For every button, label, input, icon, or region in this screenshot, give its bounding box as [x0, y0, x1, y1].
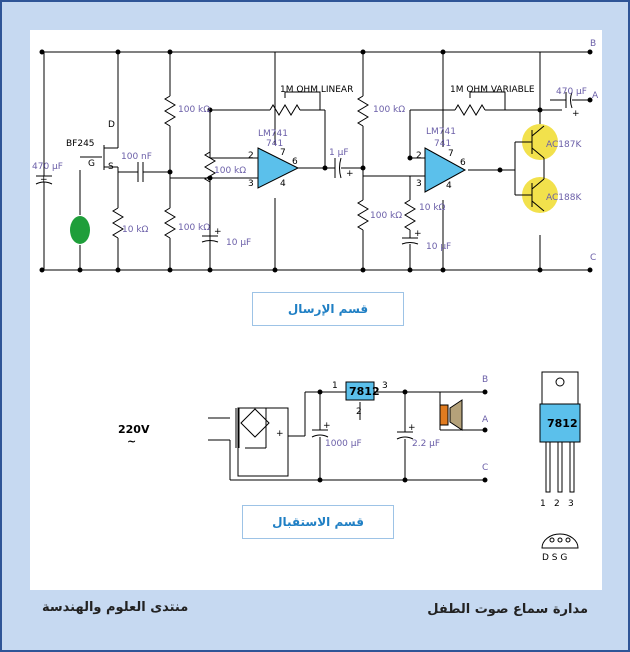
label-rx-term-a: A: [482, 415, 489, 425]
transistor-2-shape: [522, 177, 558, 213]
label-r100k-a: 100 kΩ: [178, 105, 210, 115]
label-reg-pin2: 2: [356, 407, 362, 417]
label-r100k-b: 100 kΩ: [214, 166, 246, 176]
transmitter-caption: قسم الإرسال: [252, 292, 404, 326]
receiver-caption: قسم الاستقبال: [242, 505, 394, 539]
label-pin3-a: 3: [248, 179, 254, 189]
opamp-2-shape: [424, 147, 467, 193]
label-pin7-a: 7: [280, 148, 286, 158]
footer-forum-name: منتدى العلوم والهندسة: [42, 600, 189, 615]
label-rx-term-b: B: [482, 375, 488, 385]
label-pot-linear: 1M OHM LINEAR: [280, 85, 353, 95]
label-pin2-b: 2: [416, 151, 422, 161]
wires: [35, 49, 593, 483]
label-bf245: BF245: [66, 139, 95, 149]
label-rx-term-c: C: [482, 463, 488, 473]
speaker-coil: [439, 404, 449, 426]
label-d: D: [108, 120, 115, 130]
label-c10u-b: 10 µF: [426, 242, 451, 252]
label-pin7-b: 7: [448, 149, 454, 159]
label-pin4-a: 4: [280, 179, 286, 189]
label-pkg-7812: 7812: [547, 417, 578, 430]
label-pin3-b: 3: [416, 179, 422, 189]
label-plus-7: +: [408, 423, 416, 433]
label-term-a: A: [592, 91, 599, 101]
label-plus-2: +: [572, 109, 580, 119]
label-c22: 2.2 µF: [412, 439, 440, 449]
label-plus-4: +: [214, 227, 222, 237]
label-220v: 220V: [118, 423, 150, 436]
label-q2: AC188K: [546, 193, 582, 203]
label-pkg-pin1: 1: [540, 499, 546, 509]
package-tab: [541, 371, 579, 405]
label-741-a: 741: [266, 139, 283, 149]
label-r100k-d: 100 kΩ: [373, 105, 405, 115]
label-r10k-b: 10 kΩ: [419, 203, 446, 213]
label-pin2-a: 2: [248, 151, 254, 161]
label-plus-5: +: [414, 229, 422, 239]
label-pkg-pin2: 2: [554, 499, 560, 509]
component-labels: 470 µF 100 nF 10 kΩ 100 kΩ 100 kΩ 100 kΩ…: [32, 39, 599, 473]
microphone-icon: [70, 216, 90, 244]
label-plus-8: +: [276, 429, 284, 439]
label-s: S: [108, 162, 114, 172]
label-pot-variable: 1M OHM VARIABLE: [450, 85, 535, 95]
label-pin4-b: 4: [446, 181, 452, 191]
speaker-icon: [449, 399, 463, 431]
label-r100k-e: 100 kΩ: [370, 211, 402, 221]
label-reg-pin3: 3: [382, 381, 388, 391]
transistor-1-shape: [522, 124, 558, 160]
schematic-sheet: 470 µF 100 nF 10 kΩ 100 kΩ 100 kΩ 100 kΩ…: [30, 30, 602, 590]
label-c470-out: 470 µF: [556, 87, 587, 97]
circuit-diagram: 470 µF 100 nF 10 kΩ 100 kΩ 100 kΩ 100 kΩ…: [32, 39, 599, 563]
label-lm741-b: LM741: [426, 127, 456, 137]
label-plus-1: +: [40, 175, 48, 185]
label-q1: AC187K: [546, 140, 582, 150]
opamp-1-shape: [257, 147, 300, 189]
regulator-block: [345, 381, 375, 401]
label-reg-pin1: 1: [332, 381, 338, 391]
label-pin6-a: 6: [292, 157, 298, 167]
transistor-leads: [514, 125, 545, 212]
label-dsg: D S G: [542, 553, 567, 563]
label-plus-6: +: [323, 421, 331, 431]
label-r100k-c: 100 kΩ: [178, 223, 210, 233]
label-7812: 7812: [349, 385, 380, 398]
footer-circuit-title: مدارة سماع صوت الطفل: [427, 602, 588, 617]
label-741-b: 741: [434, 139, 451, 149]
package-body: [539, 403, 581, 443]
label-c470: 470 µF: [32, 162, 63, 172]
label-term-b: B: [590, 39, 596, 49]
label-c100n: 100 nF: [121, 152, 152, 162]
label-g: G: [88, 159, 95, 169]
label-lm741-a: LM741: [258, 129, 288, 139]
label-c1000: 1000 µF: [325, 439, 362, 449]
label-tilde: ~: [127, 435, 136, 448]
pin-labels: BF245 D G S 2 3 6 7 4 1M OHM LINEAR 2 3 …: [40, 85, 580, 563]
bold-labels: 220V ~ 7812 7812: [118, 385, 578, 448]
label-pkg-pin3: 3: [568, 499, 574, 509]
label-r10k: 10 kΩ: [122, 225, 149, 235]
fet-pinout-icon: [541, 533, 579, 549]
label-c1u: 1 µF: [329, 148, 349, 158]
label-c10u-a: 10 µF: [226, 238, 251, 248]
label-pin6-b: 6: [460, 158, 466, 168]
label-plus-3: +: [346, 169, 354, 179]
label-term-c: C: [590, 253, 596, 263]
